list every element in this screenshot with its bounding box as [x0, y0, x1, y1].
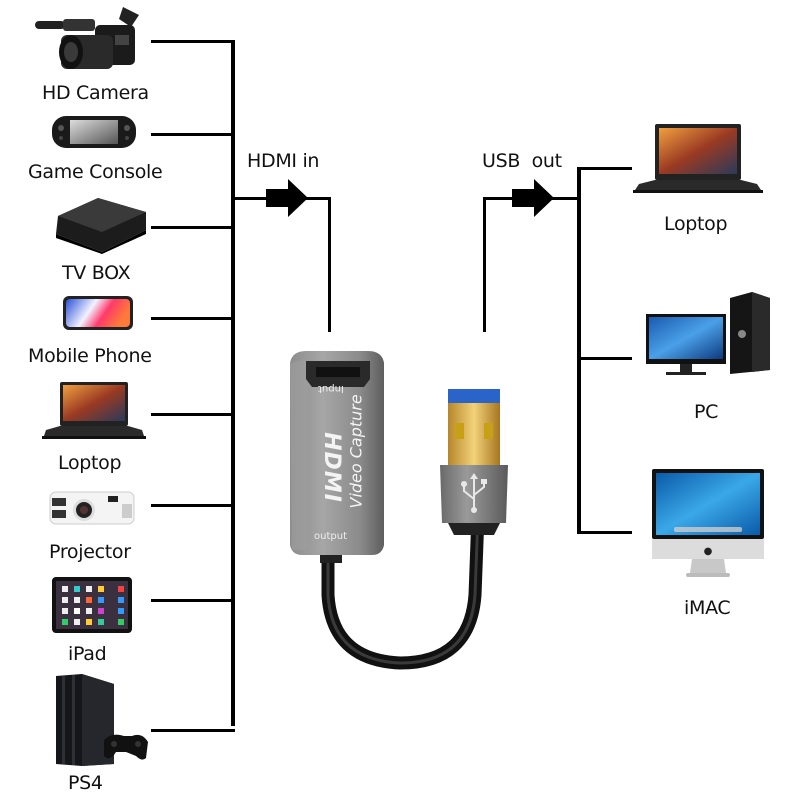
- hd-camera-label: HD Camera: [42, 82, 149, 104]
- desktop-pc-icon: [646, 292, 770, 375]
- projector-device: [48, 488, 136, 528]
- camcorder-icon: [35, 7, 139, 69]
- loptop-output-label: Loptop: [664, 213, 728, 235]
- tv-box-label: TV BOX: [62, 262, 131, 284]
- loptop-input-label: Loptop: [58, 452, 122, 474]
- loptop-output-device: [633, 124, 763, 196]
- handheld-console-icon: [52, 116, 136, 148]
- ipad-device: [52, 577, 132, 635]
- connector-loptop-in: [151, 413, 233, 416]
- connector-projector: [151, 504, 233, 507]
- laptop-icon: [42, 382, 146, 439]
- capture-dongle-body: [290, 351, 508, 670]
- game-console-label: Game Console: [28, 161, 163, 183]
- tv-box-device: [50, 194, 148, 254]
- video-capture-text: Video Capture: [346, 394, 366, 509]
- laptop-icon: [633, 124, 763, 193]
- tv-box-icon: [56, 198, 146, 254]
- port-output-label: output: [314, 531, 347, 542]
- usb-out-branch-v: [483, 197, 486, 332]
- smartphone-icon: [63, 296, 133, 330]
- connector-tv-box: [151, 226, 233, 229]
- imac-label: iMAC: [684, 597, 731, 619]
- connector-mobile-phone: [151, 317, 233, 320]
- output-bus-vertical: [577, 167, 581, 533]
- input-bus-vertical: [231, 40, 235, 726]
- connector-ps4: [151, 729, 235, 732]
- ipad-label: iPad: [68, 643, 107, 665]
- imac-icon: ●: [652, 469, 764, 577]
- projector-label: Projector: [49, 541, 131, 563]
- imac-device: ●: [652, 469, 764, 579]
- usb-out-arrow-icon: [512, 179, 554, 217]
- connector-pc: [577, 357, 632, 360]
- game-console-device: [52, 114, 136, 150]
- hd-camera-device: [35, 5, 147, 73]
- hdmi-video-capture-device: Input HDMI Video Capture output: [280, 345, 520, 685]
- projector-icon: [49, 491, 135, 525]
- tablet-icon: [52, 577, 132, 633]
- apple-logo-icon: ●: [704, 546, 713, 557]
- ps4-device: [52, 672, 148, 768]
- hdmi-in-branch-v: [328, 197, 331, 332]
- pc-device: [646, 292, 772, 376]
- ps4-label: PS4: [68, 772, 103, 794]
- connector-loptop-out: [577, 167, 632, 170]
- port-input-label: Input: [318, 383, 344, 394]
- game-console-icon: [56, 674, 148, 766]
- mobile-phone-label: Mobile Phone: [28, 345, 152, 367]
- connector-hd-camera: [151, 40, 233, 43]
- mobile-phone-device: [63, 296, 133, 332]
- usb-out-label: USB out: [482, 150, 562, 172]
- pc-label: PC: [694, 401, 719, 423]
- hdmi-in-label: HDMI in: [247, 150, 320, 172]
- connector-imac: [577, 531, 632, 534]
- hdmi-in-arrow-icon: [266, 179, 308, 217]
- connector-game-console: [151, 133, 233, 136]
- usb-symbol-icon: [461, 473, 487, 513]
- loptop-input-device: [42, 382, 146, 442]
- connector-ipad: [151, 599, 233, 602]
- hdmi-brand-mark: HDMI: [318, 432, 344, 503]
